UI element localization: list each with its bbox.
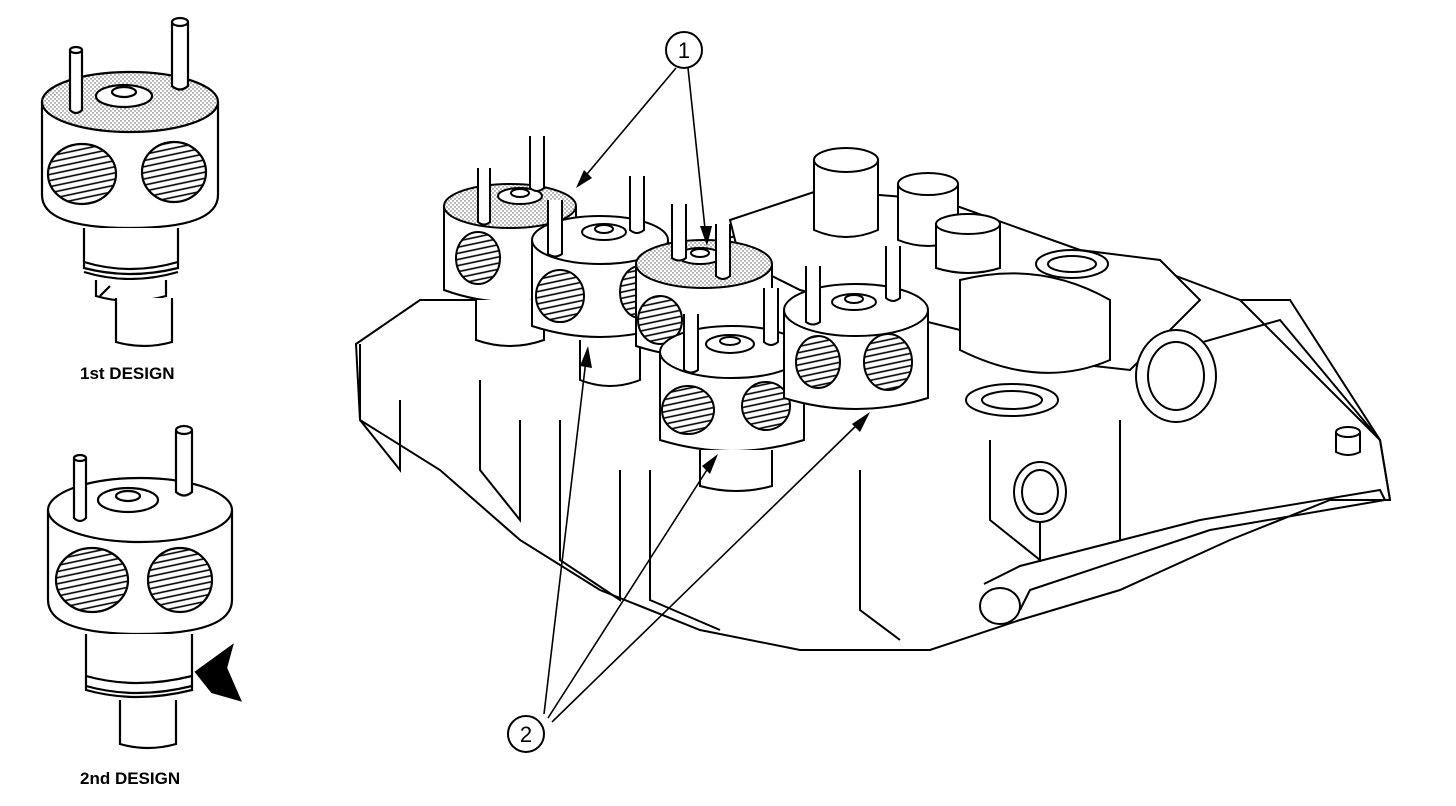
first-design-solenoid: [40, 16, 220, 348]
callout-2: 2: [507, 346, 870, 753]
second-design-caption: 2nd DESIGN: [80, 769, 181, 788]
assembly-solenoid-5: [783, 246, 929, 410]
assembly-solenoid-3: [635, 204, 773, 358]
callout-1: 1: [576, 31, 712, 246]
callout-2-number: 2: [520, 722, 532, 747]
assembly-solenoid-4: [659, 288, 805, 492]
second-design-solenoid: [46, 424, 242, 750]
callout-1-number: 1: [678, 38, 690, 63]
first-design-caption: 1st DESIGN: [80, 364, 175, 383]
